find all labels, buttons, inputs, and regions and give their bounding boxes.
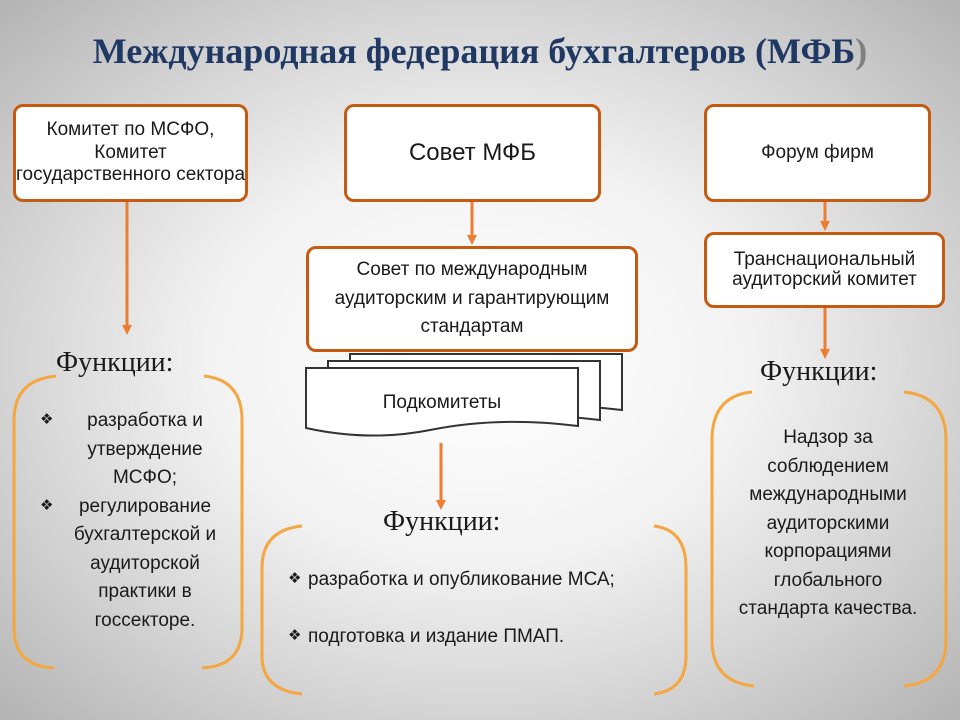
left-functions-bracket-right (201, 374, 244, 670)
right-functions-bracket-right (903, 390, 948, 688)
title-text: Международная федерация бухгалтеров (МФБ (92, 31, 856, 71)
center-functions-bracket-left (260, 524, 303, 696)
diamond-bullet-icon: ❖ (288, 626, 302, 644)
diamond-bullet-icon: ❖ (40, 411, 54, 428)
standards-board-label: Совет по международным аудиторским и гар… (334, 259, 610, 338)
right-functions-title: Функции: (760, 356, 878, 387)
center-function-item: ❖ разработка и опубликование МСА; (288, 566, 678, 595)
left-function-item: ❖ разработка и утверждение МСФО; (40, 407, 230, 493)
left-functions-list: ❖ разработка и утверждение МСФО; ❖ регул… (40, 407, 230, 635)
forum-label: Форум фирм (761, 141, 874, 163)
subcommittees-label: Подкомитеты (382, 392, 502, 413)
transnational-box: Транснациональный аудиторский комитет (704, 232, 945, 308)
subcommittee-doc-front (305, 367, 579, 437)
standards-board-box: Совет по международным аудиторским и гар… (306, 246, 638, 352)
diamond-bullet-icon: ❖ (40, 496, 54, 514)
center-functions-title: Функции: (383, 506, 501, 537)
center-functions-bracket-right (653, 524, 688, 696)
committee-label: Комитет по МСФО, Комитет государственног… (16, 118, 246, 186)
council-box: Совет МФБ (344, 104, 601, 202)
left-functions-title: Функции: (56, 347, 174, 378)
forum-box: Форум фирм (704, 104, 931, 202)
left-function-item: ❖ регулирование бухгалтерской и аудиторс… (40, 493, 230, 636)
council-label: Совет МФБ (408, 138, 537, 166)
right-functions-text: Надзор за соблюдением международными ауд… (738, 427, 918, 619)
title-close-paren: ) (855, 31, 868, 71)
left-functions-bracket-left (12, 374, 57, 670)
committee-box: Комитет по МСФО, Комитет государственног… (13, 104, 248, 202)
center-function-item: ❖ подготовка и издание ПМАП. (288, 623, 678, 652)
right-functions-bracket-left (710, 390, 755, 688)
diamond-bullet-icon: ❖ (288, 570, 302, 587)
page-title: Международная федерация бухгалтеров (МФБ… (0, 30, 960, 72)
center-functions-list: ❖ разработка и опубликование МСА; ❖ подг… (288, 566, 678, 651)
transnational-label: Транснациональный аудиторский комитет (732, 249, 917, 290)
